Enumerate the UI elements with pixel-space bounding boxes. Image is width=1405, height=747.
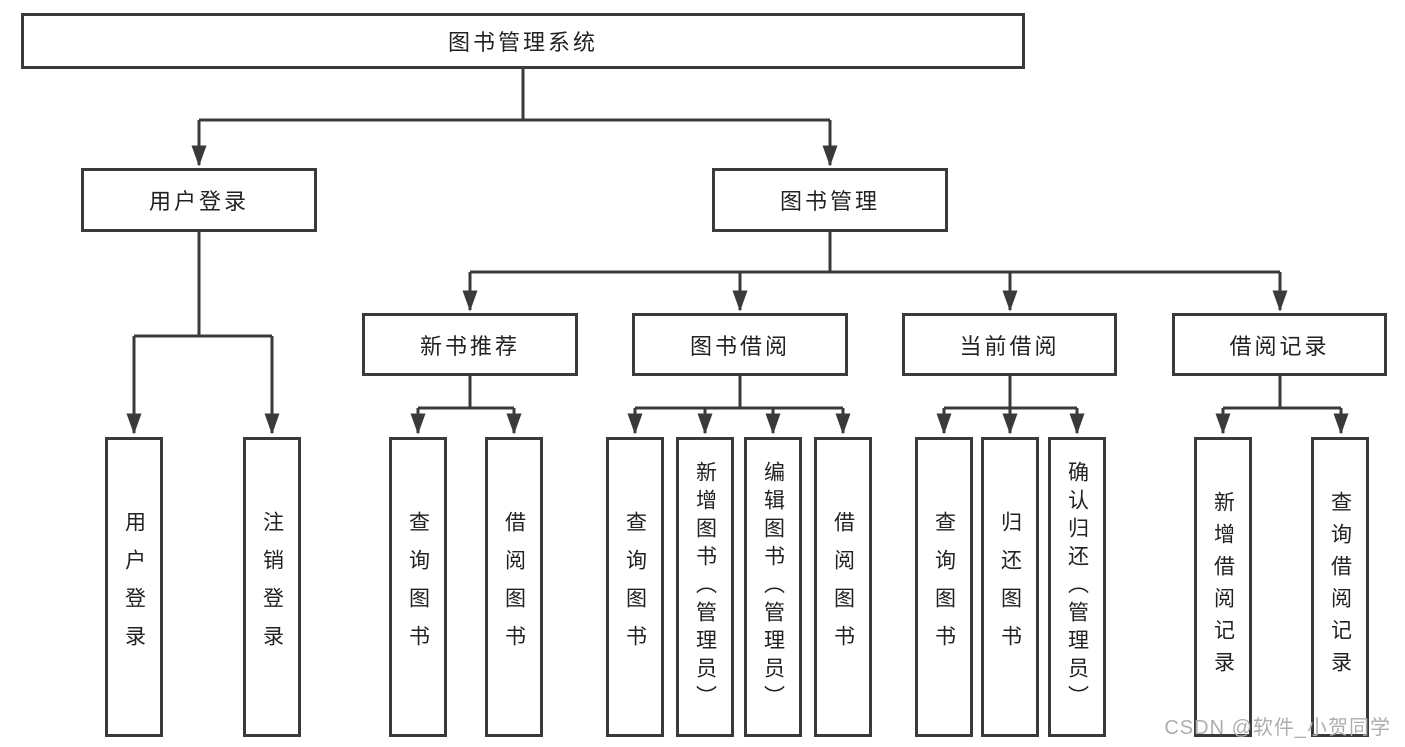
leaf-logout-label: 注销登录 [260,511,284,663]
leaf-rec-borrow-book: 借阅图书 [485,437,543,737]
node-user-login: 用户登录 [81,168,317,232]
leaf-query-borrow-record: 查询借阅记录 [1311,437,1369,737]
leaf-confirm-return-admin: 确认归还（管理员） [1048,437,1106,737]
leaf-return-book-label: 归还图书 [998,511,1022,663]
node-new-book-rec: 新书推荐 [362,313,578,376]
connector-book-borrow-children [627,376,851,435]
leaf-rec-query-book: 查询图书 [389,437,447,737]
leaf-confirm-return-admin-label: 确认归还（管理员） [1065,461,1089,713]
node-book-mgmt: 图书管理 [712,168,948,232]
node-new-book-rec-label: 新书推荐 [419,333,520,359]
node-user-login-label: 用户登录 [148,189,249,214]
connector-new-book-rec-children [410,376,522,435]
leaf-borrow-query-book-label: 查询图书 [623,511,647,663]
leaf-borrow-book: 借阅图书 [814,437,872,737]
leaf-borrow-book-label: 借阅图书 [831,511,855,663]
node-root: 图书管理系统 [21,13,1025,69]
leaf-rec-query-book-label: 查询图书 [406,511,430,663]
node-book-borrow: 图书借阅 [632,313,848,376]
leaf-return-book: 归还图书 [981,437,1039,737]
leaf-current-query-book: 查询图书 [915,437,973,737]
connector-current-borrow-children [936,376,1085,435]
node-book-borrow-label: 图书借阅 [689,333,790,359]
connector-borrow-records-children [1215,376,1349,435]
node-root-label: 图书管理系统 [447,30,598,55]
connector-root-to-level2 [191,69,838,167]
leaf-add-book-admin-label: 新增图书（管理员） [693,461,717,713]
leaf-user-login: 用户登录 [105,437,163,737]
leaf-current-query-book-label: 查询图书 [932,511,956,663]
node-borrow-records: 借阅记录 [1172,313,1387,376]
leaf-user-login-label: 用户登录 [122,511,146,663]
csdn-watermark: CSDN @软件_小贺同学 [1164,717,1391,739]
leaf-query-borrow-record-label: 查询借阅记录 [1328,491,1352,683]
node-borrow-records-label: 借阅记录 [1229,333,1330,359]
node-current-borrow-label: 当前借阅 [959,333,1060,359]
leaf-rec-borrow-book-label: 借阅图书 [502,511,526,663]
node-current-borrow: 当前借阅 [902,313,1117,376]
leaf-add-book-admin: 新增图书（管理员） [676,437,734,737]
leaf-add-borrow-record: 新增借阅记录 [1194,437,1252,737]
leaf-logout: 注销登录 [243,437,301,737]
leaf-edit-book-admin: 编辑图书（管理员） [744,437,802,737]
connector-user-login-children [126,232,280,435]
leaf-borrow-query-book: 查询图书 [606,437,664,737]
leaf-add-borrow-record-label: 新增借阅记录 [1211,491,1235,683]
node-book-mgmt-label: 图书管理 [779,189,880,214]
leaf-edit-book-admin-label: 编辑图书（管理员） [761,461,785,713]
connector-book-mgmt-to-level3 [462,232,1288,312]
